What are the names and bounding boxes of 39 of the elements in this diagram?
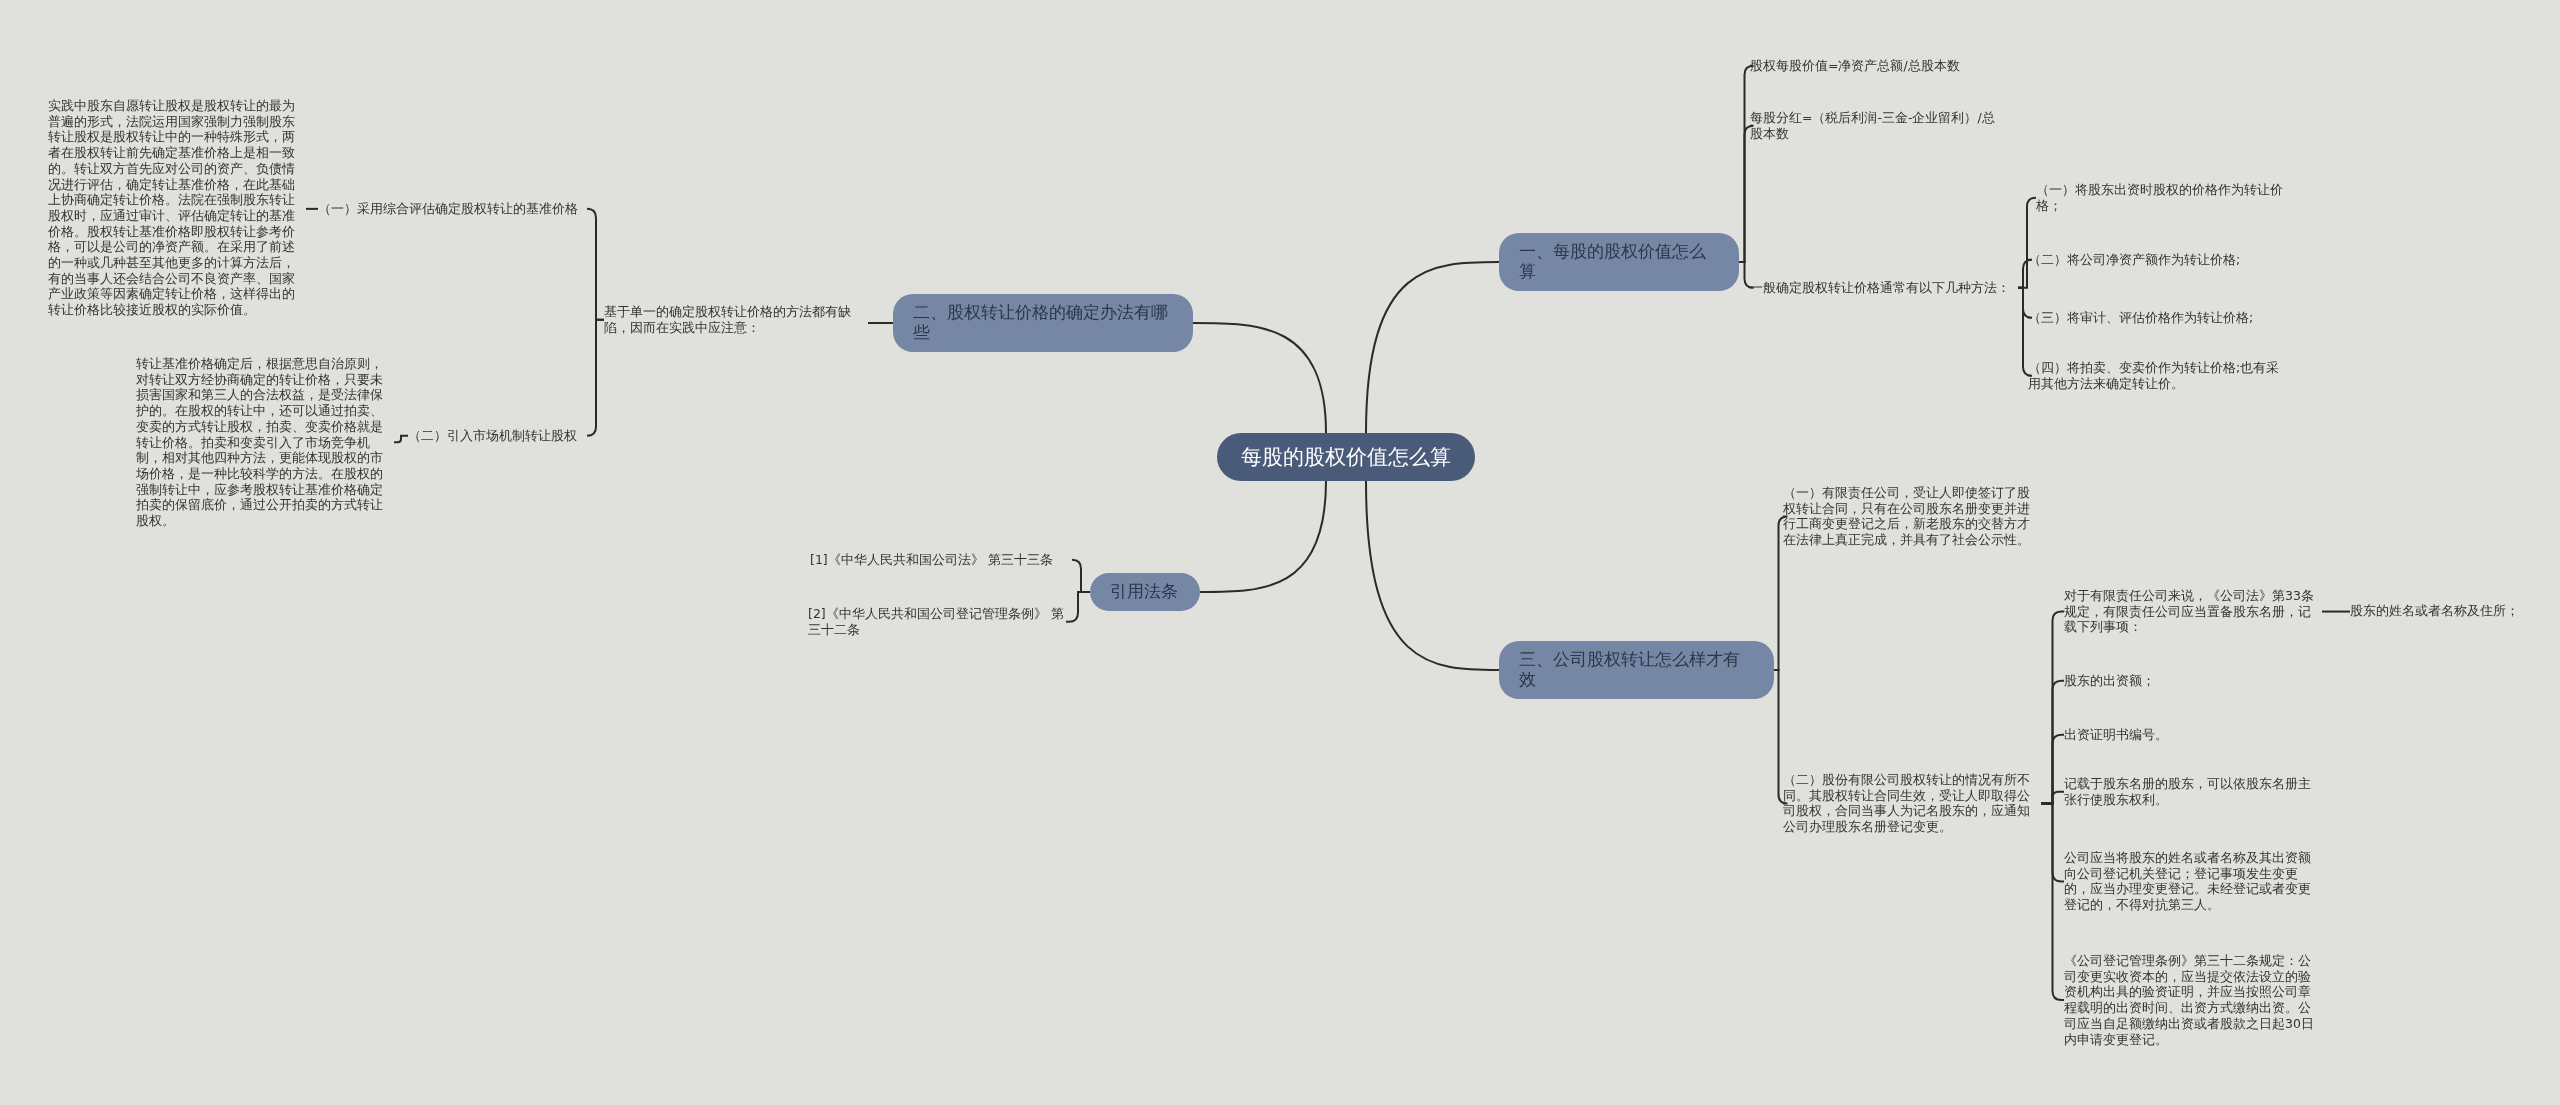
topic-text: （二）将公司净资产额作为转让价格; [2028, 252, 2288, 268]
topic-text: 转让基准价格确定后，根据意思自治原则，对转让双方经协商确定的转让价格，只要未损害国家和第三人的合法权益，是受法律保护的。在股权的转让中，还可以通过拍卖、变卖的方式转让股权，拍卖、变卖价格就是转让价格。拍卖和变卖引入了市场竞争机制，相对其他四种方法，更能体现股权的市场价格，是一种比较科学的方法。在股权的强制转让中，应参考股权转让基准价格确定拍卖的保留底价，通过公开拍卖的方式转让股权。 [136, 356, 394, 529]
topic-text: 股权每股价值=净资产总额/总股本数 [1750, 58, 2010, 74]
topic-text: 股东的出资额； [2064, 673, 2214, 689]
topic-text: [2]《中华人民共和国公司登记管理条例》 第三十二条 [808, 606, 1066, 638]
topic-text: 一般确定股权转让价格通常有以下几种方法： [1750, 280, 2018, 296]
connector [586, 318, 605, 437]
branch-topic: 引用法条 [1090, 573, 1200, 611]
topic-text: 实践中股东自愿转让股权是股权转让的最为普遍的形式，法院运用国家强制力强制股东转让股权是股权转让中的一种特殊形式，两者在股权转让前先确定基准价格上是相一致的。转让双方首先应对公司的资产、负债情况进行评估，确定转让基准价格，在此基础上协商确定转让价格。法院在强制股东转让股权时，应通过审计、评估确定转让的基准价格。股权转让基准价格即股权转让参考价格，可以是公司的净资产额。在采用了前述的一种或几种甚至其他更多的计算方法后，有的当事人还会结合公司不良资产率、国家产业政策等因素确定转让价格，这样得出的转让价格比较接近股权的实际价值。 [48, 98, 306, 318]
topic-text: 记载于股东名册的股东，可以依股东名册主张行使股东权利。 [2064, 776, 2322, 808]
topic-text: 每股分红=（税后利润-三金-企业留利）/总股本数 [1750, 110, 1995, 142]
connector [1192, 322, 1327, 434]
topic-text: 出资证明书编号。 [2064, 727, 2214, 743]
connector [393, 434, 409, 444]
branch-topic: 三、公司股权转让怎么样才有效 [1499, 641, 1774, 699]
connector [2017, 286, 2033, 377]
topic-text: 基于单一的确定股权转让价格的方法都有缺陷，因而在实践中应注意： [604, 304, 868, 336]
topic-text: （三）将审计、评估价格作为转让价格; [2028, 310, 2288, 326]
topic-text: （一）采用综合评估确定股权转让的基准价格 [318, 201, 588, 217]
connector [2321, 610, 2351, 613]
connector [1199, 480, 1327, 593]
connector [2040, 802, 2065, 1002]
branch-topic: 一、每股的股权价值怎么算 [1499, 233, 1739, 291]
topic-text: 公司应当将股东的姓名或者名称及其出资额向公司登记机关登记；登记事项发生变更的，应当办理变更登记。未经登记或者变更登记的，不得对抗第三人。 [2064, 850, 2322, 913]
connector [305, 207, 319, 210]
topic-text: （二）股份有限公司股权转让的情况有所不同。其股权转让合同生效，受让人即取得公司股权，合同当事人为记名股东的，应通知公司办理股东名册登记变更。 [1783, 772, 2041, 835]
topic-text: 对于有限责任公司来说，《公司法》第33条规定，有限责任公司应当置备股东名册，记载下列事项： [2064, 588, 2322, 636]
topic-text: 《公司登记管理条例》第三十二条规定：公司变更实收资本的，应当提交依法设立的验资机构出具的验资证明，并应当按照公司章程载明的出资时间、出资方式缴纳出资。公司应当自足额缴纳出资或者股款之日起30日内申请变更登记。 [2064, 953, 2322, 1048]
topic-text: （二）引入市场机制转让股权 [408, 428, 588, 444]
topic-text: （一）有限责任公司，受让人即使签订了股权转让合同，只有在公司股东名册变更并进行工商变更登记之后，新老股东的交替方才在法律上真正完成，并具有了社会公示性。 [1783, 485, 2041, 548]
topic-text: [1]《中华人民共和国公司法》 第三十三条 [810, 552, 1072, 568]
central-topic: 每股的股权价值怎么算 [1217, 433, 1475, 481]
connector [1365, 480, 1500, 671]
connector [867, 322, 894, 324]
topic-text: （一）将股东出资时股权的价格作为转让价格； [2036, 182, 2304, 214]
topic-text: 股东的姓名或者名称及住所； [2350, 603, 2540, 619]
connector [1365, 261, 1500, 434]
branch-topic: 二、股权转让价格的确定办法有哪些 [893, 294, 1193, 352]
topic-text: （四）将拍卖、变卖价作为转让价格;也有采用其他方法来确定转让价。 [2028, 360, 2283, 392]
